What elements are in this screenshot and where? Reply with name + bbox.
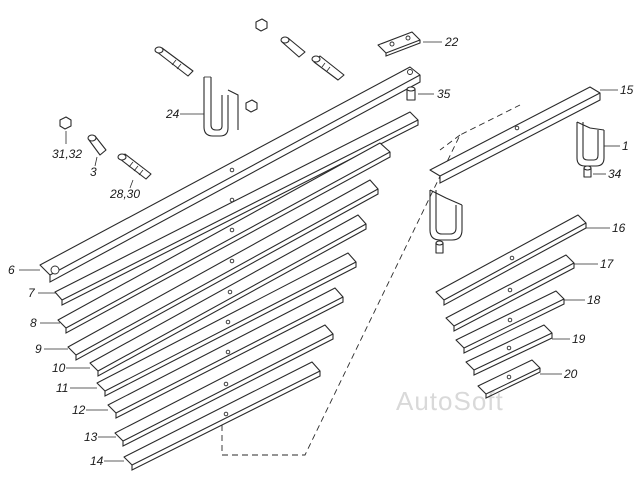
leaf-16 bbox=[435, 214, 587, 306]
callout-20: 20 bbox=[563, 367, 578, 381]
nut-top-center bbox=[255, 18, 268, 32]
leader-lines bbox=[19, 41, 620, 462]
callout-8: 8 bbox=[30, 316, 37, 330]
pad-22 bbox=[377, 31, 421, 57]
callout-13: 13 bbox=[84, 430, 98, 444]
callout-22: 22 bbox=[444, 35, 459, 49]
leaf-17 bbox=[445, 254, 575, 332]
callout-19: 19 bbox=[572, 332, 586, 346]
callout-9: 9 bbox=[35, 342, 42, 356]
callout-12: 12 bbox=[72, 403, 86, 417]
callout-18: 18 bbox=[587, 293, 601, 307]
bolt-28-30 bbox=[117, 153, 152, 180]
pin-top bbox=[280, 36, 306, 58]
leaf-8 bbox=[57, 142, 391, 334]
u-bolt-1 bbox=[576, 121, 605, 167]
pin-3 bbox=[87, 134, 107, 156]
dashed-link-lines bbox=[221, 104, 521, 456]
pin-left bbox=[435, 240, 444, 254]
u-bolt-24 bbox=[203, 76, 239, 137]
nut-upper-middle bbox=[245, 99, 258, 113]
leaf-18 bbox=[455, 290, 565, 354]
leaf-6-main bbox=[39, 66, 421, 283]
leaf-14 bbox=[123, 361, 321, 471]
pin-35 bbox=[406, 86, 416, 101]
bolt-top bbox=[311, 55, 345, 81]
callout-6: 6 bbox=[8, 263, 15, 277]
nut-31-32 bbox=[59, 116, 72, 130]
callout-11: 11 bbox=[56, 381, 68, 395]
leaf-10 bbox=[89, 214, 367, 377]
pin-34 bbox=[583, 165, 592, 178]
callout-16: 16 bbox=[612, 221, 626, 235]
u-bolt-left bbox=[429, 189, 463, 241]
callout-14: 14 bbox=[90, 454, 104, 468]
bolt-long-top-left bbox=[154, 46, 194, 77]
leaf-12 bbox=[107, 287, 344, 419]
leaf-20 bbox=[477, 359, 541, 399]
leaf-15 bbox=[429, 86, 601, 184]
callout-1: 1 bbox=[622, 139, 629, 153]
callout-17: 17 bbox=[600, 257, 615, 271]
leaf-19 bbox=[465, 324, 553, 376]
leaf-9 bbox=[67, 179, 379, 361]
callout-24: 24 bbox=[165, 107, 180, 121]
callout-7: 7 bbox=[28, 286, 36, 300]
callout-31-32: 31,32 bbox=[52, 147, 82, 161]
callout-15: 15 bbox=[620, 83, 634, 97]
callout-10: 10 bbox=[52, 361, 66, 375]
callout-34: 34 bbox=[608, 167, 622, 181]
callout-35: 35 bbox=[437, 87, 451, 101]
leaf-13 bbox=[114, 324, 334, 447]
leaf-11 bbox=[96, 252, 357, 397]
callout-28-30: 28,30 bbox=[109, 187, 140, 201]
leaf-7 bbox=[54, 111, 419, 306]
callout-3: 3 bbox=[90, 165, 97, 179]
